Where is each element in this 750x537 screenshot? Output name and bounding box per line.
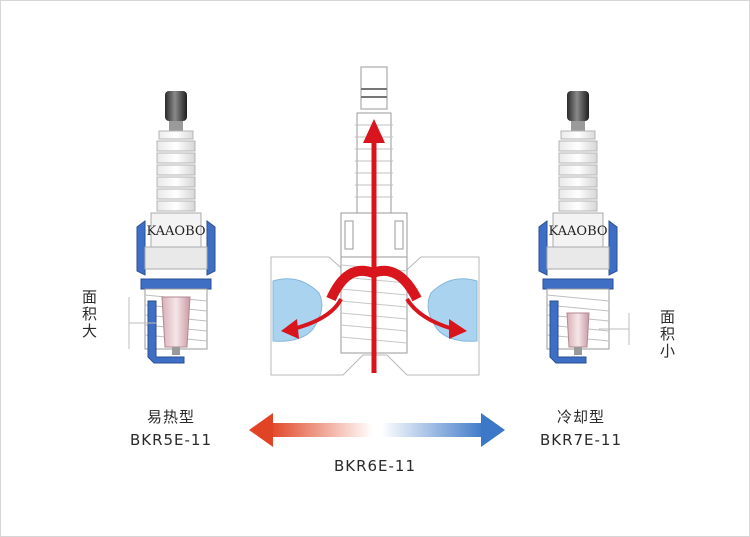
left-spark-plug: KAAOBO	[128, 91, 216, 364]
left-ground-electrode	[147, 300, 185, 364]
right-insulator-tip-small	[566, 312, 590, 348]
right-type-label: 冷却型	[556, 408, 605, 426]
right-area-label: 面积小	[658, 309, 676, 360]
heat-flow-arrows	[281, 119, 467, 373]
center-cross-section	[270, 66, 480, 376]
left-brand-text: KAAOBO	[146, 224, 205, 239]
right-model-label: BKR7E-11	[539, 431, 623, 449]
heat-range-scale-arrow	[249, 413, 505, 447]
right-ground-electrode	[549, 300, 587, 364]
right-insulator-ribs	[558, 130, 598, 212]
hot-arrow-head	[249, 413, 273, 447]
right-terminal-nut	[567, 91, 589, 121]
left-model-label: BKR5E-11	[129, 431, 213, 449]
left-terminal-nut	[165, 91, 187, 121]
left-insulator-ribs	[156, 130, 196, 212]
cold-arrow-head	[481, 413, 505, 447]
right-spark-plug: KAAOBO	[538, 91, 630, 364]
right-brand-text: KAAOBO	[548, 224, 607, 239]
center-model-label: BKR6E-11	[333, 457, 417, 475]
left-type-label: 易热型	[146, 408, 195, 426]
left-insulator-tip-large	[161, 296, 191, 348]
left-gasket	[136, 220, 216, 276]
left-area-label: 面积大	[80, 289, 98, 340]
